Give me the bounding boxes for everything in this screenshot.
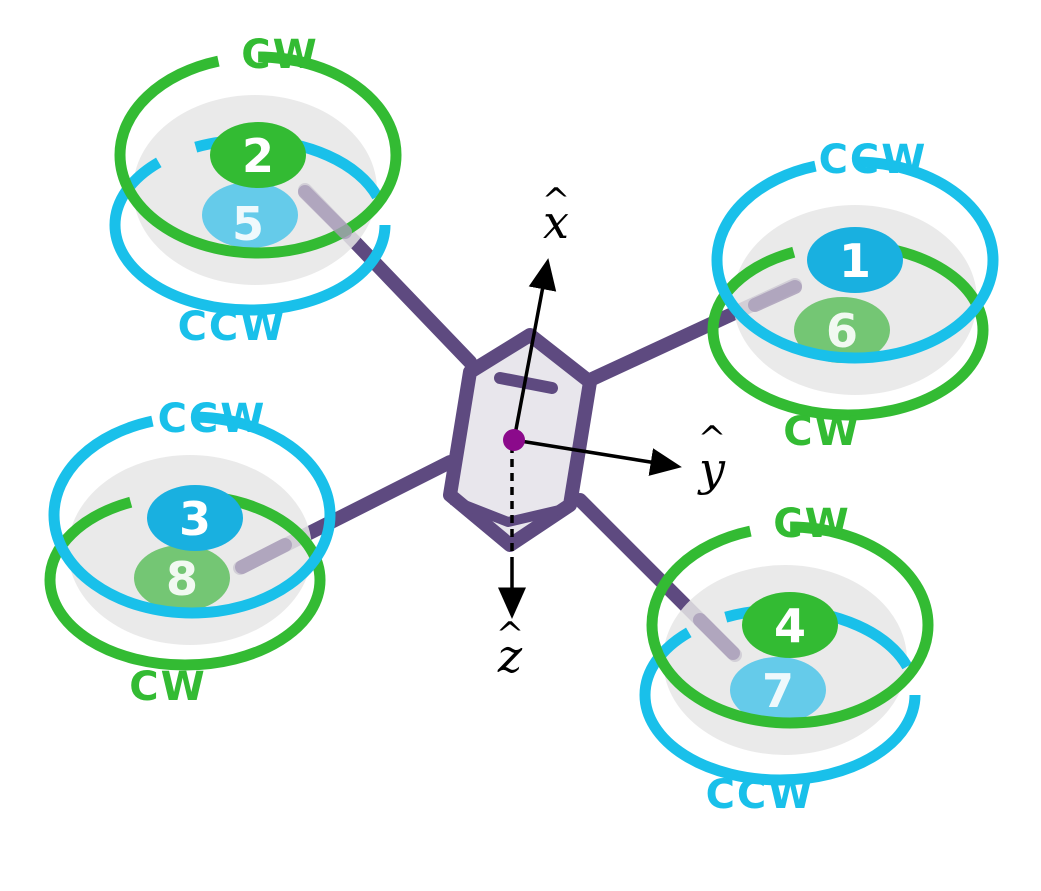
propeller-disc-3 <box>147 485 243 551</box>
rotor-number-4: 4 <box>774 599 806 653</box>
x-axis-label: x <box>543 195 569 249</box>
propeller-disc-5 <box>202 182 298 248</box>
rotation-label-ccw: CCW <box>819 137 928 183</box>
rotation-label-cw: CW <box>773 501 850 547</box>
rotor-number-2: 2 <box>242 129 274 183</box>
propeller-disc-1 <box>807 227 903 293</box>
rotation-label-ccw: CCW <box>178 304 287 350</box>
propeller-disc-6 <box>794 297 890 363</box>
rotor-front-right: 1 6 CCW CW <box>707 137 999 455</box>
y-axis-hat: ^ <box>698 419 727 459</box>
rotation-label-ccw: CCW <box>706 772 815 818</box>
rotor-number-1: 1 <box>839 234 871 288</box>
arm-tips <box>235 185 802 660</box>
rotor-rear-left: 3 8 CCW CW <box>44 396 336 710</box>
x-axis-arrow <box>512 258 557 441</box>
rotation-label-cw: CW <box>783 409 860 455</box>
rotor-number-5: 5 <box>232 197 264 251</box>
propeller-disc-7 <box>730 657 826 723</box>
rotor-number-6: 6 <box>826 304 858 358</box>
rotation-label-ccw: CCW <box>158 396 267 442</box>
propeller-disc-2 <box>210 122 306 188</box>
center-of-mass-dot <box>503 429 525 451</box>
rotor-rear-right: 4 7 CW CCW <box>639 501 934 818</box>
propeller-disc-8 <box>134 545 230 611</box>
rotor-number-7: 7 <box>762 664 794 718</box>
axes: x ^ y ^ z ^ <box>496 181 727 683</box>
y-axis-arrow <box>513 438 682 476</box>
rotation-label-cw: CW <box>241 32 318 78</box>
x-axis-hat: ^ <box>542 181 571 221</box>
propeller-disc-4 <box>742 592 838 658</box>
rotor-number-3: 3 <box>179 492 211 546</box>
rotor-front-left: 2 5 CW CCW <box>109 32 402 350</box>
rotation-label-cw: CW <box>129 664 206 710</box>
z-axis-label: z <box>497 629 523 683</box>
y-axis-label: y <box>697 442 726 496</box>
rotor-number-8: 8 <box>166 552 198 606</box>
z-axis-hat: ^ <box>496 615 525 655</box>
